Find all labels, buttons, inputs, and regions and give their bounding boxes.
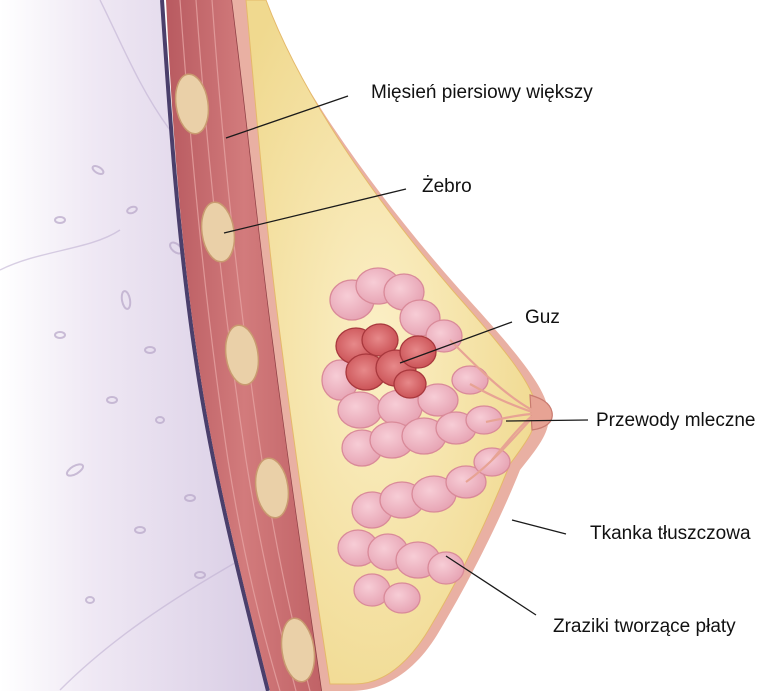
label-rib: Żebro	[422, 176, 472, 198]
label-tumor: Guz	[525, 307, 560, 329]
label-lobules: Zraziki tworzące płaty	[553, 616, 736, 638]
label-pectoralis-major: Mięsień piersiowy większy	[371, 82, 593, 104]
label-milk-ducts: Przewody mleczne	[596, 410, 755, 432]
leader-fat	[512, 520, 566, 534]
label-fatty-tissue: Tkanka tłuszczowa	[590, 523, 751, 545]
